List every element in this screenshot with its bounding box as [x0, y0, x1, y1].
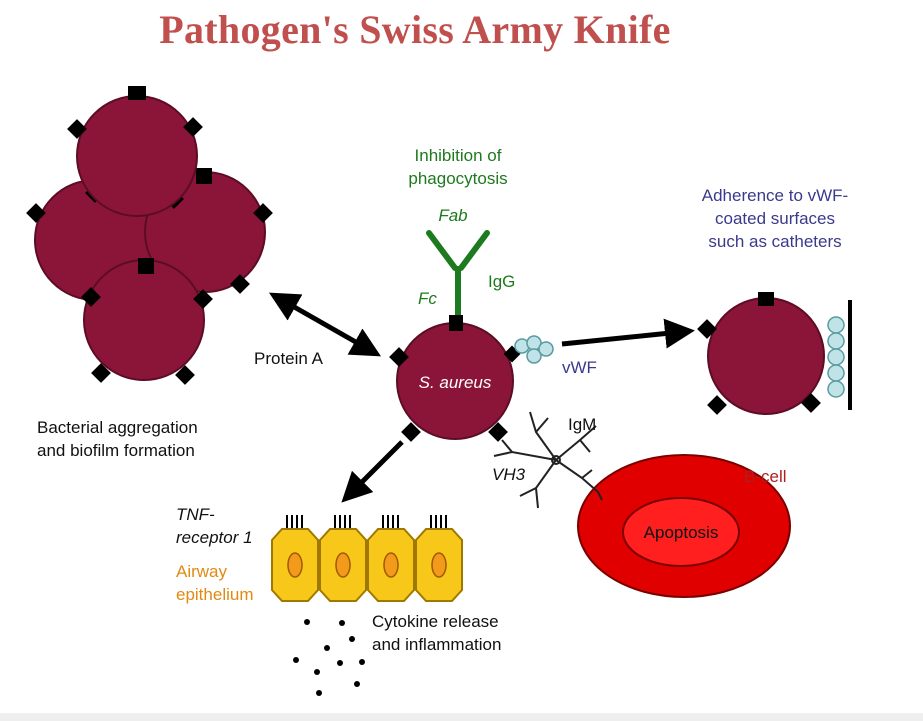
inhibition-label-line2: phagocytosis	[408, 169, 507, 188]
fc-label: Fc	[418, 289, 437, 308]
protein-a-label: Protein A	[254, 349, 324, 368]
igg-label: IgG	[488, 272, 515, 291]
airway-label-line1: Airway	[176, 562, 228, 581]
b-cell	[577, 454, 791, 598]
adherence-label-line1: Adherence to vWF-	[702, 186, 848, 205]
tnf-label-line2: receptor 1	[176, 528, 253, 547]
airway-epithelium	[271, 515, 463, 602]
cytokine-label-line2: and inflammation	[372, 635, 501, 654]
cytokine-label-line1: Cytokine release	[372, 612, 499, 631]
protein-a-arrow	[268, 292, 382, 357]
cytokine-dots	[293, 619, 365, 696]
adherence-label-line3: such as catheters	[708, 232, 841, 251]
tnf-label-line1: TNF-	[176, 505, 215, 524]
igm-label: IgM	[568, 415, 596, 434]
epithelial-cell	[415, 515, 463, 602]
s-aureus-label: S. aureus	[419, 373, 492, 392]
b-cell-label: B-cell	[744, 467, 787, 486]
apoptosis-label: Apoptosis	[644, 523, 719, 542]
epithelial-cell	[367, 515, 415, 602]
epithelial-cell	[271, 515, 319, 602]
diagram-title: Pathogen's Swiss Army Knife	[159, 7, 671, 52]
adhered-bacterium	[697, 292, 825, 415]
epithelium-arrow	[341, 440, 404, 503]
aggregate-bacterium-bottom	[81, 258, 213, 385]
vwf-label: vWF	[562, 358, 597, 377]
vwf-beads-small	[514, 335, 554, 364]
fab-label: Fab	[438, 206, 467, 225]
epithelial-cell	[319, 515, 367, 602]
igm-antibody	[493, 411, 603, 509]
bottom-strip	[0, 713, 923, 721]
vwf-bead-column	[827, 316, 845, 398]
airway-label-line2: epithelium	[176, 585, 254, 604]
igg-antibody	[426, 230, 490, 318]
inhibition-label-line1: Inhibition of	[415, 146, 502, 165]
vh3-label: VH3	[492, 465, 526, 484]
aggregation-label-line1: Bacterial aggregation	[37, 418, 198, 437]
aggregation-label-line2: and biofilm formation	[37, 441, 195, 460]
aggregate-bacterium-top	[67, 86, 203, 217]
bacterial-aggregate	[26, 86, 273, 385]
adherence-label-line2: coated surfaces	[715, 209, 835, 228]
s-aureus-cell	[389, 315, 521, 442]
vwf-adherence-arrow	[561, 318, 695, 349]
